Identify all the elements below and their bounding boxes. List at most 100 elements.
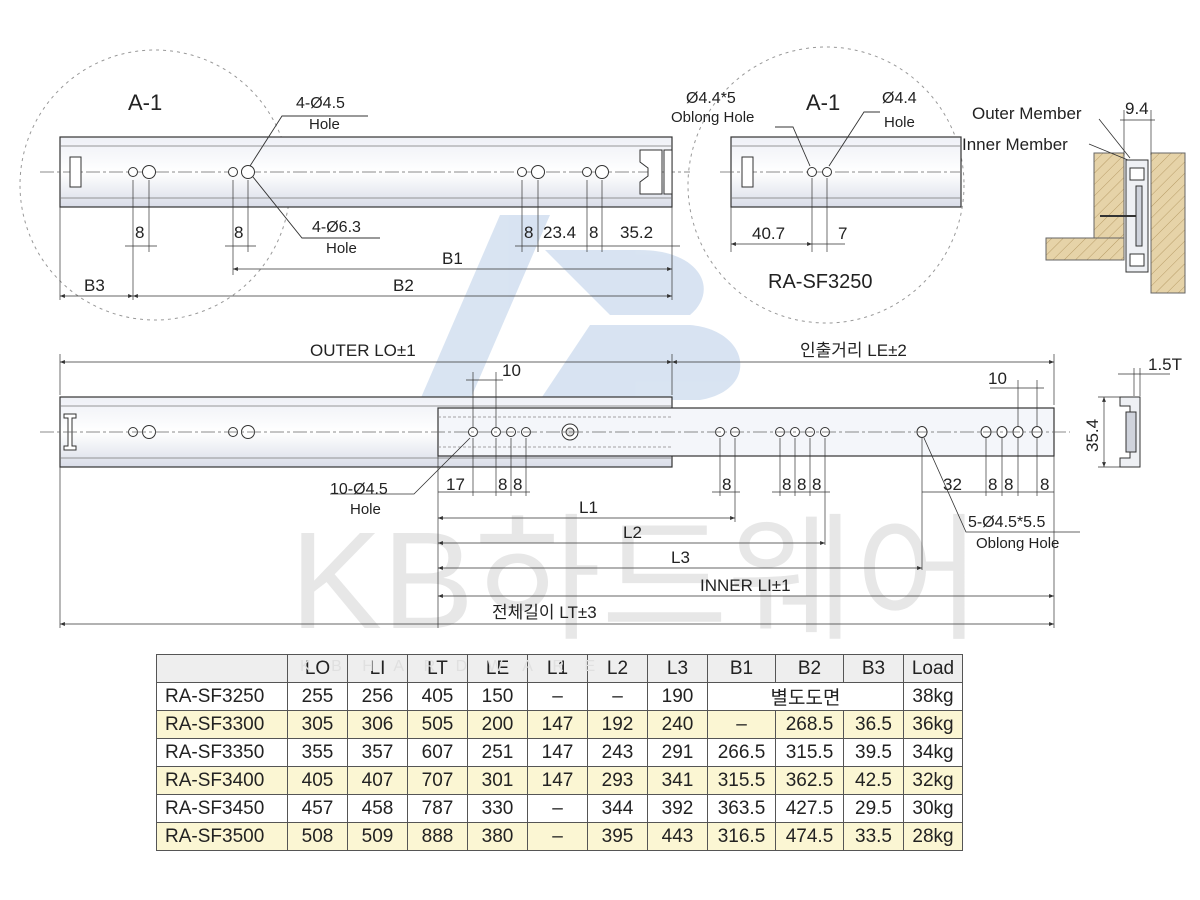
table-cell: 787 — [407, 794, 468, 823]
header-cell: LE — [467, 654, 528, 683]
hole-small-label: 4-Ø4.5 — [296, 95, 345, 112]
table-cell: 392 — [647, 794, 708, 823]
table-cell: 33.5 — [843, 822, 904, 851]
table-cell: 29.5 — [843, 794, 904, 823]
table-cell: 363.5 — [707, 794, 776, 823]
model-cell: RA-SF3500 — [156, 822, 288, 851]
dim-10b: 10 — [988, 369, 1007, 388]
table-cell: 405 — [407, 682, 468, 711]
header-cell: B3 — [843, 654, 904, 683]
table-cell: 255 — [287, 682, 348, 711]
table-cell: 315.5 — [775, 738, 844, 767]
table-cell: 268.5 — [775, 710, 844, 739]
table-cell: 240 — [647, 710, 708, 739]
holes-left-sub: Hole — [350, 501, 381, 518]
dim-35: 35.2 — [620, 223, 653, 242]
table-cell: 355 — [287, 738, 348, 767]
table-cell: 192 — [587, 710, 648, 739]
table-cell: 316.5 — [707, 822, 776, 851]
table-cell: 243 — [587, 738, 648, 767]
dim-8-4: 8 — [782, 475, 791, 494]
dim-8-5: 8 — [797, 475, 806, 494]
thickness-label: 1.5T — [1148, 355, 1182, 374]
table-cell: 36kg — [903, 710, 963, 739]
dim-l1: L1 — [579, 498, 598, 517]
table-cell: 427.5 — [775, 794, 844, 823]
dim-17: 17 — [446, 475, 465, 494]
table-cell: 36.5 — [843, 710, 904, 739]
header-cell: B1 — [707, 654, 776, 683]
dim-l3: L3 — [671, 548, 690, 567]
detail-model-label: RA-SF3250 — [768, 271, 873, 293]
dim-8-1: 8 — [498, 475, 507, 494]
table-cell: 405 — [287, 766, 348, 795]
table-cell: 306 — [347, 710, 408, 739]
extension-dim-label: 인출거리 LE±2 — [800, 341, 907, 360]
table-row: RA-SF3450 457 458 787 330 – 344 392 363.… — [156, 794, 963, 823]
inner-member-label: Inner Member — [962, 135, 1068, 154]
dim-8-7: 8 — [988, 475, 997, 494]
table-cell: 301 — [467, 766, 528, 795]
table-cell: 256 — [347, 682, 408, 711]
oblong-sub: Oblong Hole — [671, 109, 754, 126]
table-cell: 200 — [467, 710, 528, 739]
dim-8-2: 8 — [513, 475, 522, 494]
table-cell: 39.5 — [843, 738, 904, 767]
table-cell: 42.5 — [843, 766, 904, 795]
table-cell: 28kg — [903, 822, 963, 851]
dim-8-3: 8 — [722, 475, 731, 494]
dim-40: 40.7 — [752, 224, 785, 243]
header-cell: L1 — [527, 654, 588, 683]
dim-b3: B3 — [84, 276, 105, 295]
dim-8c: 8 — [524, 223, 533, 242]
table-cell: 443 — [647, 822, 708, 851]
table-cell: 251 — [467, 738, 528, 767]
company-watermark-text: KB하드웨어 — [290, 504, 982, 658]
table-cell: 505 — [407, 710, 468, 739]
table-cell: – — [587, 682, 648, 711]
dim-total: 전체길이 LT±3 — [492, 603, 597, 622]
model-cell: RA-SF3450 — [156, 794, 288, 823]
table-cell: 607 — [407, 738, 468, 767]
dim-8-9: 8 — [1040, 475, 1049, 494]
table-cell: – — [527, 794, 588, 823]
detail-rail-right — [720, 136, 962, 208]
dim-inner: INNER LI±1 — [700, 576, 791, 595]
table-cell: 147 — [527, 766, 588, 795]
oblong-label: Ø4.4*5 — [686, 90, 736, 107]
dim-b1: B1 — [442, 249, 463, 268]
section-dim-94: 9.4 — [1125, 99, 1149, 118]
table-cell: 344 — [587, 794, 648, 823]
table-cell: 458 — [347, 794, 408, 823]
outer-member-label: Outer Member — [972, 104, 1082, 123]
height-label: 35.4 — [1083, 419, 1102, 452]
dim-32: 32 — [943, 475, 962, 494]
model-cell: RA-SF3400 — [156, 766, 288, 795]
table-cell: 266.5 — [707, 738, 776, 767]
header-cell: LT — [407, 654, 468, 683]
table-cell: 380 — [467, 822, 528, 851]
table-cell: 150 — [467, 682, 528, 711]
model-cell: RA-SF3350 — [156, 738, 288, 767]
table-row: RA-SF3250 255 256 405 150 – – 190 별도도면 3… — [156, 682, 963, 711]
round-label: Ø4.4 — [882, 90, 917, 107]
table-cell: 190 — [647, 682, 708, 711]
header-cell: LI — [347, 654, 408, 683]
dim-l2: L2 — [623, 523, 642, 542]
table-cell: 707 — [407, 766, 468, 795]
holes-left-label: 10-Ø4.5 — [330, 481, 388, 498]
detail-left-label: A-1 — [128, 90, 162, 115]
dim-23: 23.4 — [543, 223, 576, 242]
table-cell: 357 — [347, 738, 408, 767]
spec-table: LO LI LT LE L1 L2 L3 B1 B2 B3 Load RA-SF… — [156, 654, 963, 851]
header-cell — [156, 654, 288, 683]
table-cell: – — [527, 822, 588, 851]
top-rail — [40, 136, 690, 208]
table-cell: 407 — [347, 766, 408, 795]
dim-8-6: 8 — [812, 475, 821, 494]
header-cell: B2 — [775, 654, 844, 683]
table-cell: 315.5 — [707, 766, 776, 795]
table-cell: 457 — [287, 794, 348, 823]
table-cell: 291 — [647, 738, 708, 767]
